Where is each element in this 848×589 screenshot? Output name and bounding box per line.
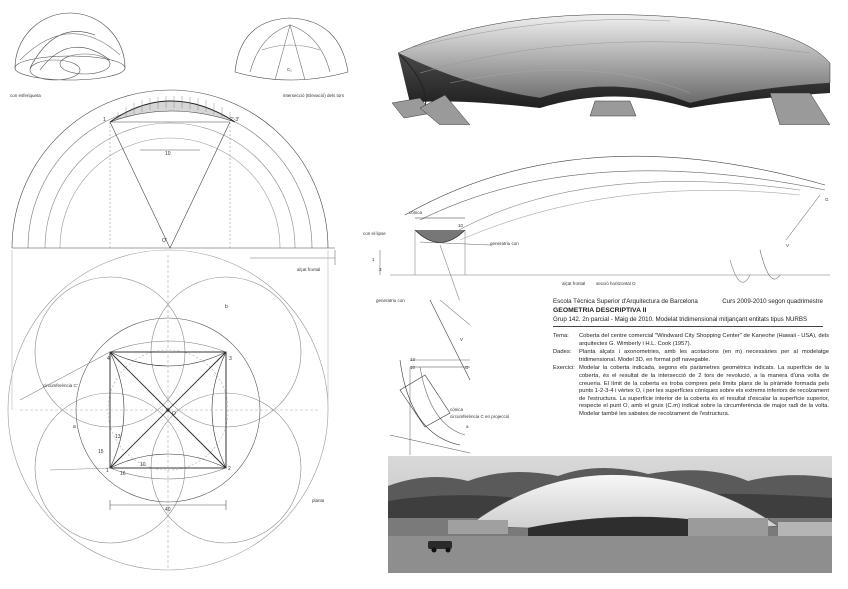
building-photo bbox=[388, 456, 832, 573]
elevation-arcs bbox=[11, 89, 335, 249]
shell-3d-render bbox=[390, 13, 832, 126]
planta-label: planta bbox=[312, 498, 325, 503]
point-23-label: 2'-3' bbox=[230, 117, 240, 123]
sec-dim-1: 1 bbox=[372, 257, 375, 262]
sec-conica: cònica bbox=[409, 210, 423, 215]
detail-10: 10 bbox=[410, 365, 416, 370]
text-item-dades: Dades: Planta alçats i axonometries, amb… bbox=[553, 349, 829, 363]
detail-v: V bbox=[460, 337, 464, 342]
c1-label: C₁ bbox=[287, 67, 292, 72]
mini-dome-sphere bbox=[14, 12, 126, 81]
sec-seccio: secció horitzontal O bbox=[596, 281, 636, 286]
sec-g: G bbox=[825, 197, 829, 202]
plan-point-3: 3 bbox=[229, 356, 232, 362]
plan-point-4: 4 bbox=[107, 356, 110, 362]
section-drawing bbox=[379, 155, 830, 300]
course-title: GEOMETRIA DESCRIPTIVA II bbox=[553, 307, 647, 314]
text-item-tema: Tema: Coberta del centre comercial "Wind… bbox=[553, 333, 829, 347]
detail-circumferencia: circumferència C en projecció bbox=[450, 414, 510, 419]
school-name: Escola Tècnica Superior d'Arquitectura d… bbox=[553, 298, 698, 305]
technical-drawing-left bbox=[7, 12, 349, 571]
plan-16: 16 bbox=[120, 471, 126, 477]
alcat-label: alçat frontal bbox=[297, 267, 321, 272]
plan-13: 13 bbox=[115, 434, 121, 440]
sphere-caption: con esferiqueta bbox=[10, 93, 41, 98]
sec-v: V bbox=[786, 243, 790, 248]
o-prime-label: O' bbox=[162, 238, 167, 244]
term: Curs 2009-2010 segon quadrimestre bbox=[722, 298, 823, 305]
sec-con-ellipse: con el·lipse bbox=[363, 231, 386, 236]
plan-point-1: 1 bbox=[106, 468, 109, 474]
group-line: Grup 142. 2n parcial - Maig de 2010. Mod… bbox=[553, 316, 823, 327]
detail-o: O bbox=[465, 365, 469, 370]
dim-10-label: 10 bbox=[165, 151, 171, 157]
shell-section-hatch bbox=[109, 100, 236, 123]
dome-caption: intersecció (Elevació) dels tors bbox=[283, 93, 345, 98]
detail-13: 13 bbox=[410, 357, 416, 362]
plan-dim-a: a bbox=[73, 424, 76, 430]
plan-o: O bbox=[172, 411, 176, 417]
plan-15: 15 bbox=[98, 449, 104, 455]
plan-circ: circumferència C' bbox=[43, 383, 78, 388]
plan-point-2: 2 bbox=[228, 466, 231, 472]
plan-dim-b: b bbox=[225, 304, 228, 310]
detail-conica: cònica bbox=[450, 407, 464, 412]
detail-a: a bbox=[466, 424, 469, 429]
sec-10: 10 bbox=[458, 223, 464, 228]
sec-dim-3: 3 bbox=[379, 267, 382, 272]
exercise-text: Tema: Coberta del centre comercial "Wind… bbox=[553, 333, 829, 420]
sec-alcat: alçat frontal bbox=[562, 281, 586, 286]
shell-surface bbox=[397, 14, 831, 109]
detail-drawing bbox=[389, 299, 471, 455]
text-item-exercici: Exercici: Modelar la coberta indicada, s… bbox=[553, 365, 829, 417]
mini-dome-intersection bbox=[234, 17, 349, 81]
sec-generatriu: generatriu con bbox=[490, 241, 519, 246]
plan-dim-40: 40 bbox=[165, 507, 171, 513]
point-1-label: 1 bbox=[103, 117, 106, 123]
course-header: Escola Tècnica Superior d'Arquitectura d… bbox=[553, 298, 823, 327]
shell-footings bbox=[391, 92, 831, 126]
detail-generatriu: generatriu con bbox=[376, 298, 405, 303]
plan-10: 10 bbox=[140, 462, 146, 468]
